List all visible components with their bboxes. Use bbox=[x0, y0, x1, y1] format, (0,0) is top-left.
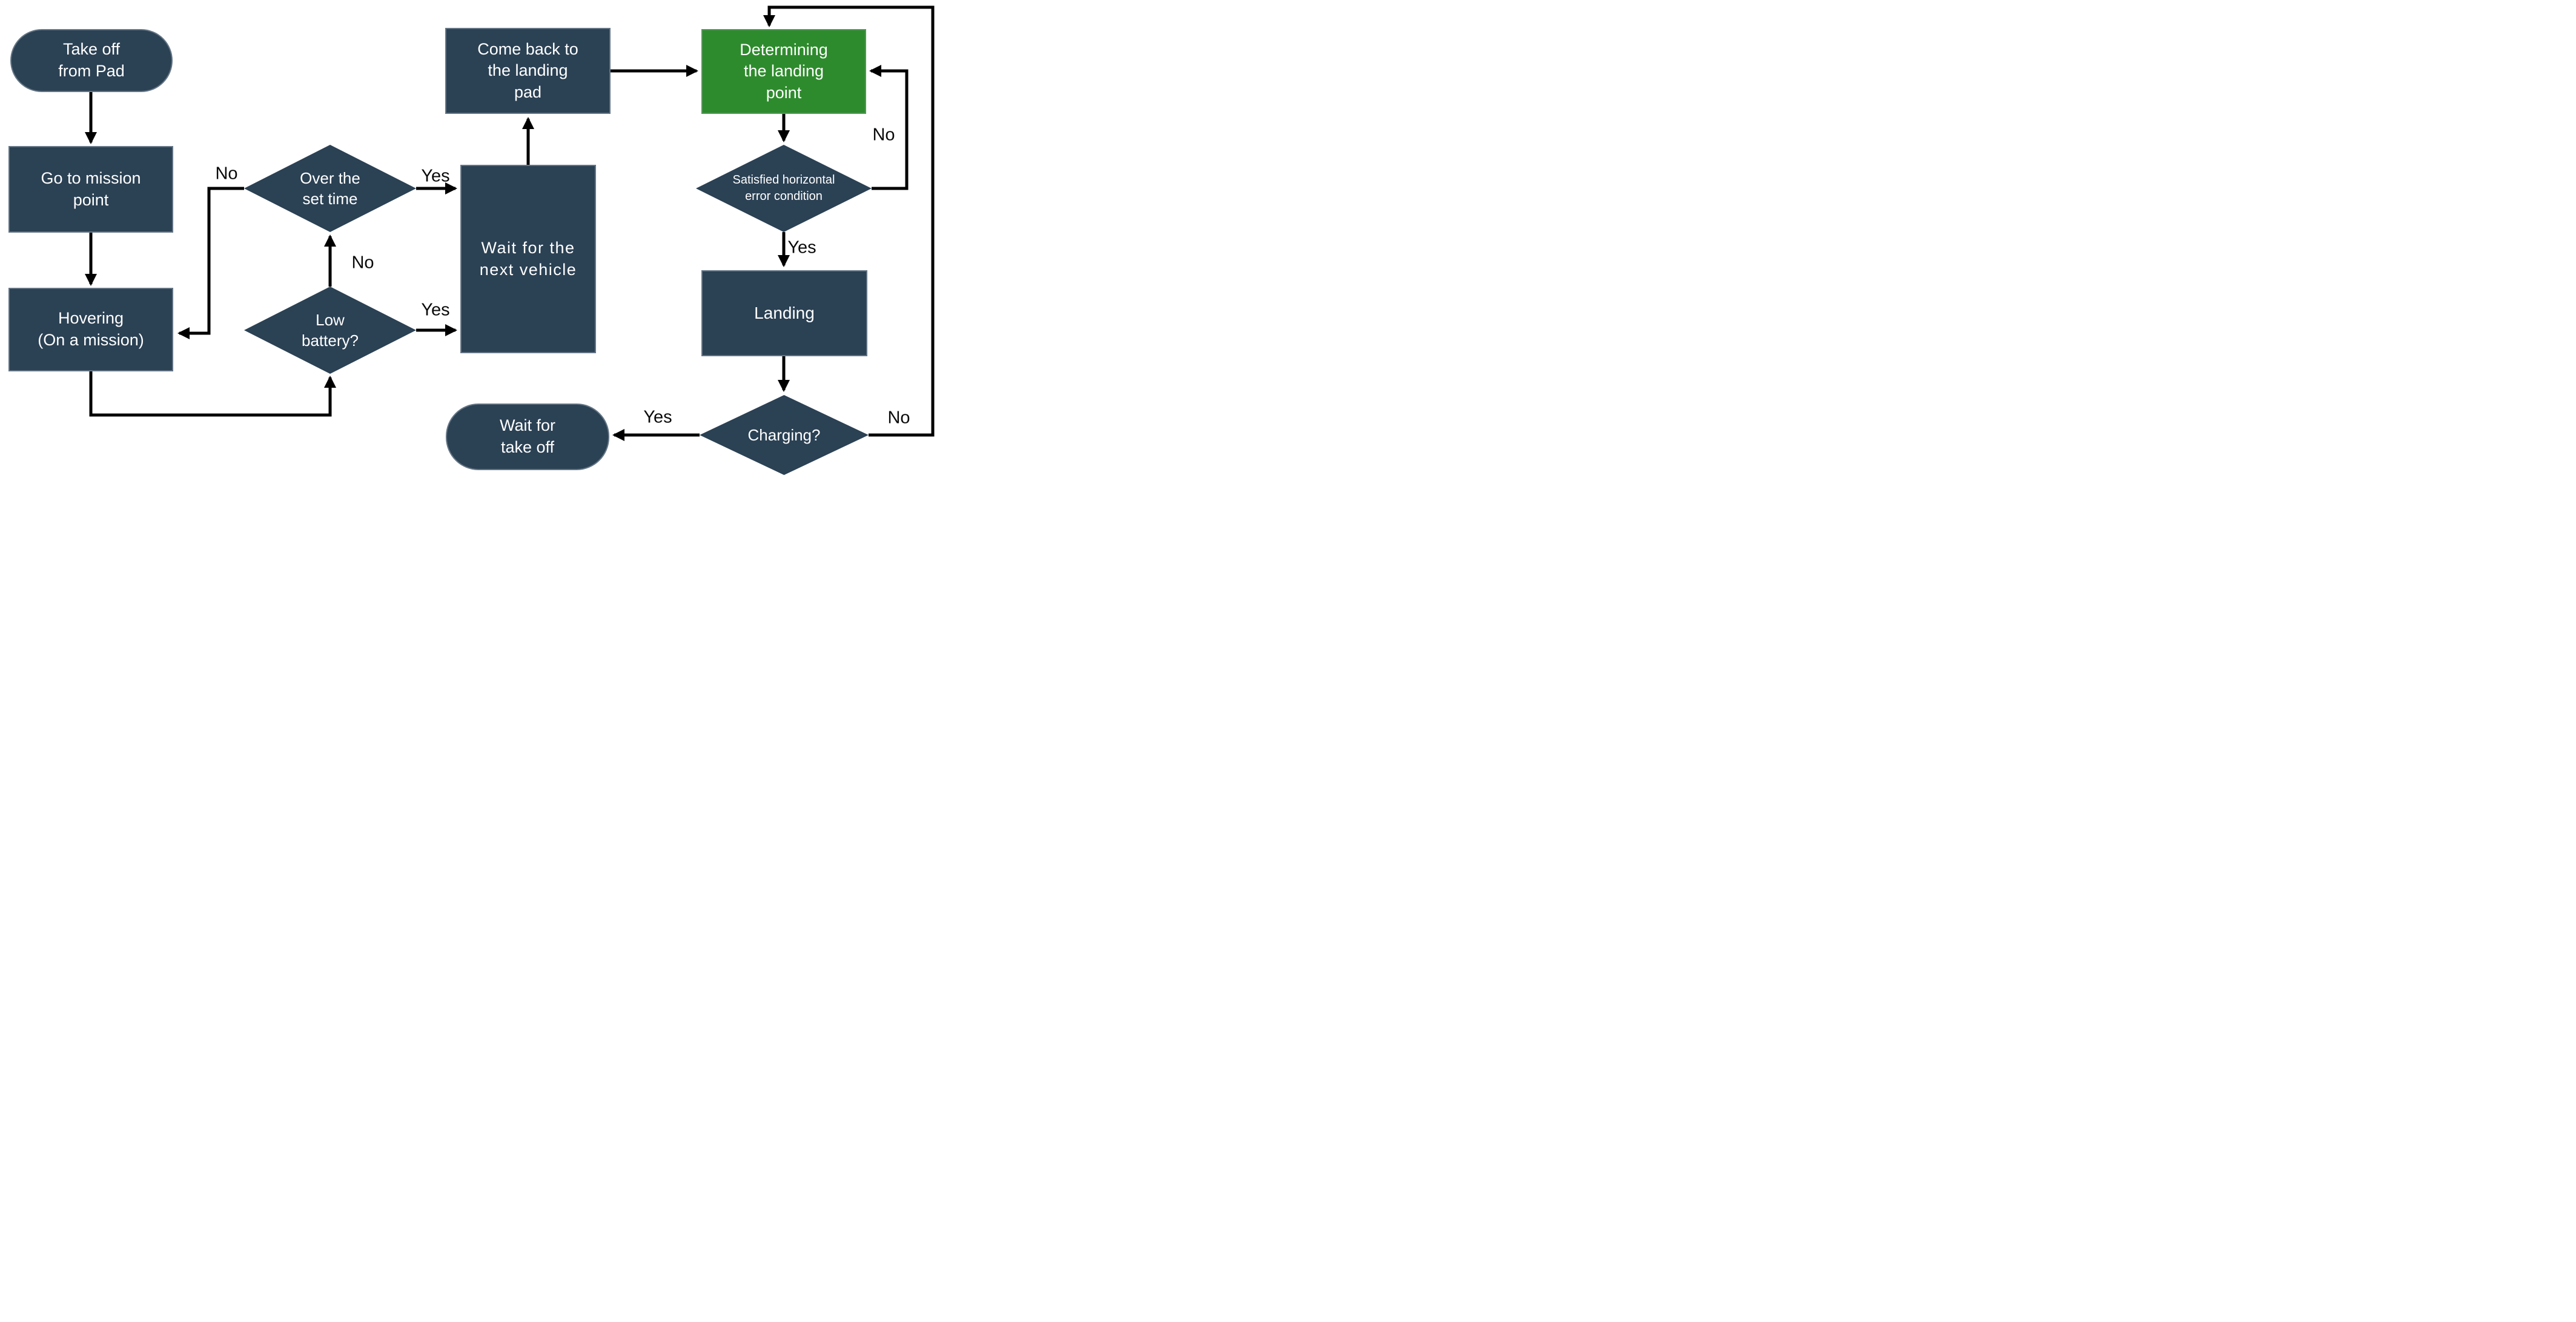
flowchart-canvas: Take off from Pad Go to mission point Ho… bbox=[0, 0, 937, 481]
edge-satisfied-no-loop-to-determining bbox=[869, 65, 909, 190]
label-charging-yes: Yes bbox=[643, 407, 672, 427]
edge-oversettime-no-to-hovering bbox=[177, 187, 244, 339]
node-wait-for-next-vehicle: Wait for the next vehicle bbox=[460, 165, 596, 353]
label-satisfied-yes: Yes bbox=[787, 237, 816, 257]
connectors-layer bbox=[85, 5, 935, 441]
node-hovering-on-a-mission: Hovering (On a mission) bbox=[8, 288, 173, 371]
node-determining-the-landing-point: Determining the landing point bbox=[701, 29, 866, 114]
edge-charging-no-loop-to-determining bbox=[763, 5, 935, 437]
label-charging-no: No bbox=[887, 408, 910, 428]
node-go-to-mission-point: Go to mission point bbox=[8, 146, 173, 233]
label-over-set-time-yes: Yes bbox=[421, 166, 450, 186]
node-wait-for-take-off: Wait for take off bbox=[446, 404, 609, 470]
label-over-set-time-no: No bbox=[215, 164, 238, 184]
edge-hovering-to-lowbattery bbox=[89, 371, 336, 417]
node-come-back-to-landing-pad: Come back to the landing pad bbox=[445, 28, 611, 114]
label-low-battery-yes: Yes bbox=[421, 300, 450, 320]
label-satisfied-no: No bbox=[872, 125, 895, 145]
node-take-off-from-pad: Take off from Pad bbox=[10, 29, 173, 92]
label-low-battery-no: No bbox=[351, 253, 374, 273]
node-landing: Landing bbox=[701, 270, 867, 356]
